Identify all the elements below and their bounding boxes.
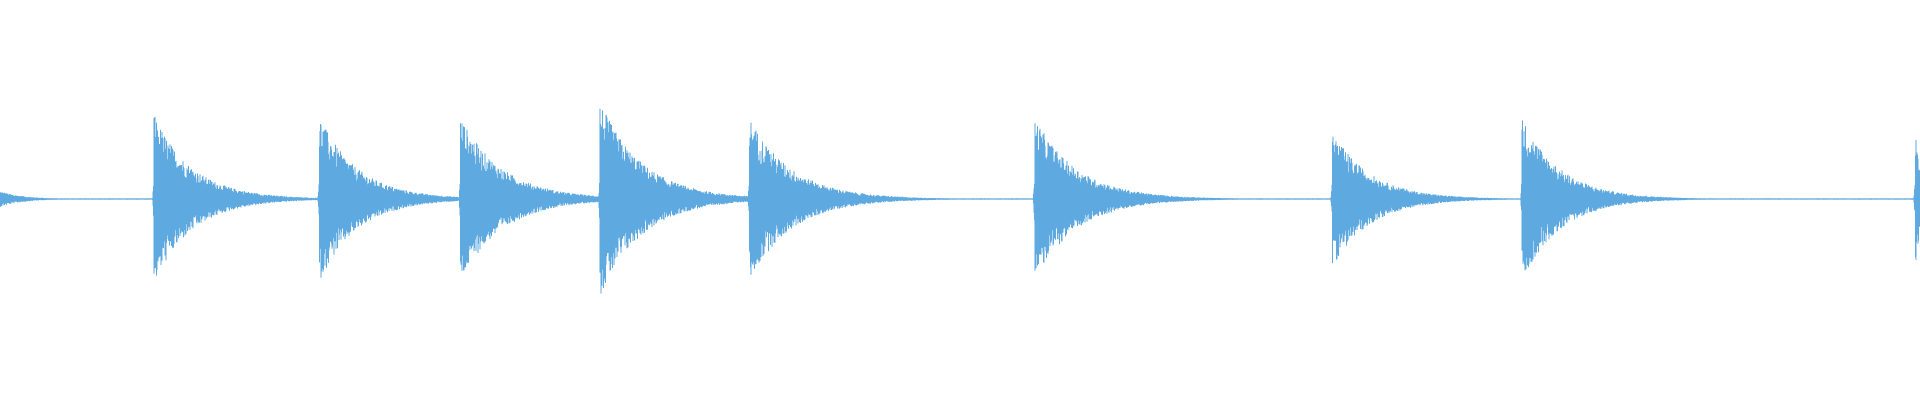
waveform-path (0, 108, 1920, 294)
